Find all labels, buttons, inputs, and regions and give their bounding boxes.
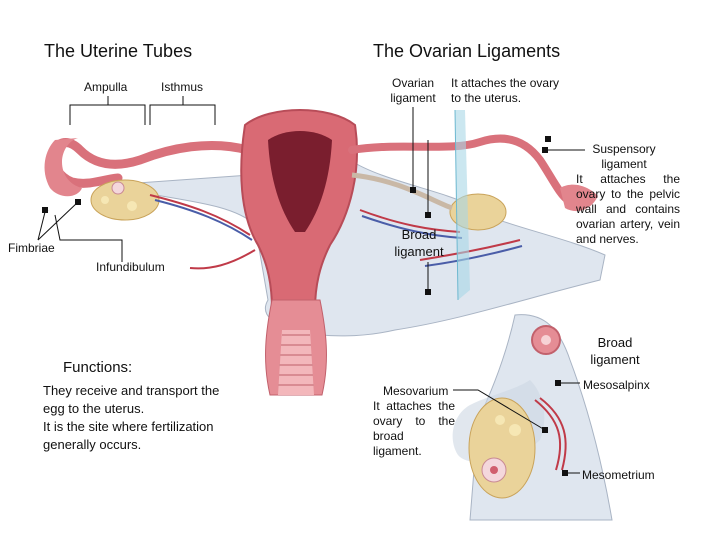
functions-heading: Functions:	[63, 359, 133, 376]
suspensory-pointer-end	[542, 147, 548, 153]
fimbriae-label: Fimbriae	[8, 241, 55, 255]
uterus-cavity	[268, 131, 332, 232]
fimbriae-pointer-b	[75, 199, 81, 205]
ovarian-ligaments-title: The Ovarian Ligaments	[373, 41, 561, 61]
mesometrium-pointer	[562, 470, 568, 476]
mesometrium-label: Mesometrium	[582, 468, 655, 482]
mesovarium-pointer	[542, 427, 548, 433]
suspensory-pointer	[545, 136, 551, 142]
broad-ligament-inset-label: Broad ligament	[590, 335, 640, 367]
fimbriae-pointer-a	[42, 207, 48, 213]
functions-line-1: They receive and transport the egg to th…	[43, 383, 220, 416]
vaginal-canal	[278, 330, 314, 395]
functions-text: They receive and transport the egg to th…	[43, 382, 238, 454]
suspensory-ligament-description: It attaches the ovary to the pelvic wall…	[576, 172, 680, 246]
inset-ovary	[468, 397, 536, 499]
mesosalpinx-pointer	[555, 380, 561, 386]
broad-ligament-label: Broad ligament	[394, 227, 444, 259]
ampulla-label: Ampulla	[84, 80, 128, 94]
ovarian-ligament-description: It attaches the ovary to the uterus.	[451, 76, 560, 105]
leader-lines	[37, 96, 585, 474]
section-plane	[455, 110, 470, 300]
broad-ligament-pointer-lower	[425, 289, 431, 295]
suspensory-ligament-label: Suspensory ligament	[592, 142, 656, 171]
mesosalpinx-label: Mesosalpinx	[583, 378, 650, 392]
isthmus-label: Isthmus	[161, 80, 204, 94]
broad-ligament-sheet	[109, 159, 606, 337]
ovarian-ligament-label: Ovarian ligament	[390, 76, 436, 105]
mesovarium-label: Mesovarium	[383, 384, 449, 398]
ovarian-ligament-pointer	[410, 187, 416, 193]
mesovarium-description: It attaches the ovary to the broad ligam…	[373, 399, 455, 458]
functions-line-2: It is the site where fertilization gener…	[43, 419, 214, 452]
left-uterine-tube	[48, 138, 253, 188]
right-uterine-tube	[348, 134, 572, 204]
broad-ligament-pointer	[425, 212, 431, 218]
uterine-tubes-title: The Uterine Tubes	[44, 41, 193, 61]
fimbriae-shape	[44, 138, 82, 197]
infundibulum-label: Infundibulum	[96, 260, 165, 274]
